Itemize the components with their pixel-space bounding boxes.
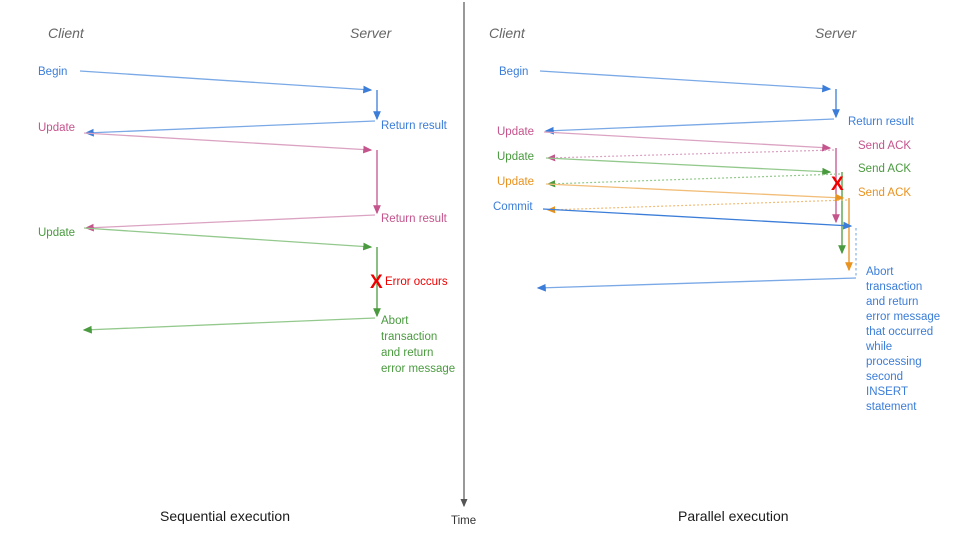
- right-msg-return: Return result: [544, 116, 915, 135]
- right-return-label: Return result: [848, 116, 915, 128]
- left-client-header: Client: [48, 25, 85, 41]
- right-msg-commit: Commit: [493, 201, 853, 230]
- right-abort-arrow: [536, 277, 857, 292]
- error-x-icon: X: [370, 272, 383, 293]
- left-update1-arrow: [83, 132, 373, 154]
- right-ack-orange: Send ACK: [546, 187, 911, 214]
- left-error-label: Error occurs: [385, 276, 448, 288]
- right-msg-update-3: Update: [497, 176, 845, 202]
- right-ack2-label: Send ACK: [858, 163, 911, 175]
- right-abort-line-6: processing: [866, 356, 922, 368]
- left-begin-label: Begin: [38, 66, 67, 78]
- left-abort-arrow: [82, 317, 376, 334]
- right-abort-line-7: second: [866, 371, 903, 383]
- left-panel-caption: Sequential execution: [160, 508, 290, 524]
- left-begin-arrow: [79, 70, 373, 94]
- right-ack1-arrow: [546, 149, 835, 162]
- left-msg-return-1: Return result: [84, 120, 448, 137]
- right-msg-update-2: Update: [497, 151, 832, 176]
- left-return1-label: Return result: [381, 120, 448, 132]
- right-error-group: X: [831, 174, 844, 195]
- right-update3-label: Update: [497, 176, 534, 188]
- left-abort-line-0: Abort: [381, 315, 409, 327]
- left-msg-begin: Begin: [38, 66, 373, 94]
- right-abort-line-5: while: [865, 341, 892, 353]
- right-panel-caption: Parallel execution: [678, 508, 789, 524]
- panel-sequential: Client Server Begin Return result Update: [38, 25, 455, 524]
- right-abort-line-2: and return: [866, 296, 918, 308]
- right-update2-arrow: [545, 157, 832, 176]
- right-update2-label: Update: [497, 151, 534, 163]
- right-abort-line-4: that occurred: [866, 326, 933, 338]
- panel-parallel: Client Server Begin Return result Update: [489, 25, 943, 524]
- error-x-icon-parallel: X: [831, 174, 844, 195]
- left-update2-label: Update: [38, 227, 75, 239]
- left-msg-update-2: Update: [38, 227, 373, 251]
- left-msg-return-2: Return result: [84, 213, 448, 232]
- right-abort-line-3: error message: [866, 311, 940, 323]
- left-msg-abort: Abort transaction and return error messa…: [82, 315, 455, 375]
- right-msg-begin: Begin: [499, 66, 832, 93]
- right-client-header: Client: [489, 25, 526, 41]
- right-commit-label: Commit: [493, 201, 533, 213]
- time-axis-label: Time: [451, 515, 476, 527]
- left-abort-label: Abort transaction and return error messa…: [381, 315, 455, 375]
- right-update1-label: Update: [497, 126, 534, 138]
- right-msg-abort: Abort transaction and return error messa…: [536, 266, 943, 413]
- left-update2-arrow: [83, 227, 373, 251]
- right-update3-arrow: [545, 183, 845, 202]
- left-abort-line-3: error message: [381, 363, 455, 375]
- left-return2-arrow: [84, 214, 376, 232]
- right-abort-line-1: transaction: [866, 281, 922, 293]
- left-update1-label: Update: [38, 122, 75, 134]
- right-ack3-label: Send ACK: [858, 187, 911, 199]
- right-begin-arrow: [539, 70, 832, 93]
- left-abort-line-1: transaction: [381, 331, 437, 343]
- left-return2-label: Return result: [381, 213, 448, 225]
- right-ack1-label: Send ACK: [858, 140, 911, 152]
- right-abort-line-8: INSERT: [866, 386, 908, 398]
- right-commit-arrow: [542, 208, 853, 230]
- right-update1-arrow: [543, 131, 832, 152]
- left-abort-line-2: and return: [381, 347, 433, 359]
- left-msg-update-1: Update: [38, 122, 373, 154]
- right-abort-label: Abort transaction and return error messa…: [865, 266, 943, 413]
- right-msg-update-1: Update: [497, 126, 832, 152]
- left-server-header: Server: [350, 25, 393, 41]
- right-abort-line-9: statement: [866, 401, 917, 413]
- left-return1-arrow: [84, 120, 376, 137]
- right-ack-pink: Send ACK: [546, 140, 911, 162]
- right-server-header: Server: [815, 25, 858, 41]
- right-ack3-arrow: [546, 199, 848, 214]
- right-ack-green: Send ACK: [546, 163, 911, 188]
- left-error-group: X Error occurs: [370, 272, 448, 293]
- right-ack2-arrow: [546, 173, 841, 188]
- right-return-arrow: [544, 118, 835, 135]
- right-abort-line-0: Abort: [866, 266, 894, 278]
- right-begin-label: Begin: [499, 66, 528, 78]
